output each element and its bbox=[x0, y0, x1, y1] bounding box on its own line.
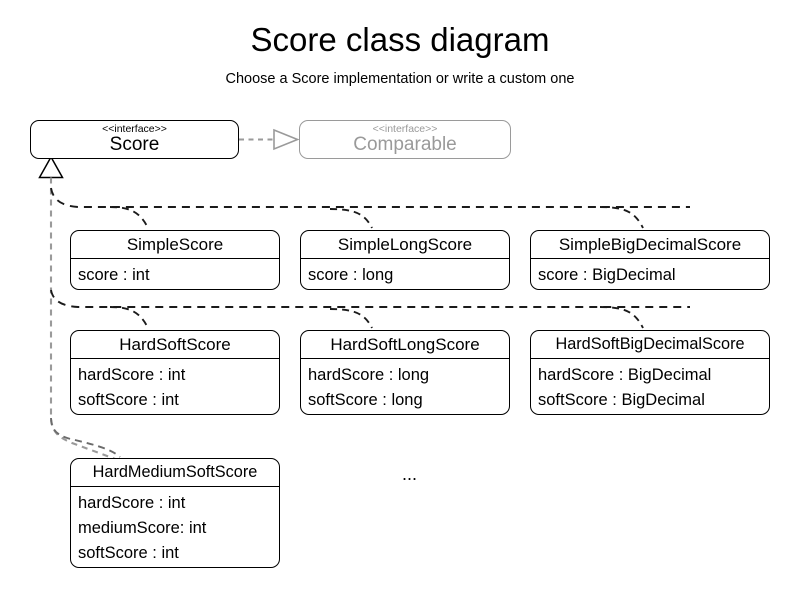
class-attributes: score : int bbox=[71, 259, 279, 289]
realization-score-to-comparable bbox=[239, 128, 300, 151]
page-subtitle: Choose a Score implementation or write a… bbox=[225, 71, 575, 87]
class-box-hardmediumsoftscore[interactable]: HardMediumSoftScore hardScore : int medi… bbox=[70, 458, 280, 568]
class-box-hardsoftlongscore[interactable]: HardSoftLongScore hardScore : long softS… bbox=[300, 330, 510, 415]
inheritance-trunk bbox=[49, 177, 119, 461]
class-attribute: softScore : long bbox=[308, 391, 423, 409]
stereotype-label: <<interface>> bbox=[102, 123, 167, 135]
more-classes-ellipsis: ... bbox=[402, 464, 418, 484]
class-attributes: score : BigDecimal bbox=[531, 259, 769, 289]
class-attribute: softScore : int bbox=[78, 391, 179, 409]
class-attributes: hardScore : BigDecimal softScore : BigDe… bbox=[531, 359, 769, 414]
class-attributes: score : long bbox=[301, 259, 509, 289]
class-attribute: score : long bbox=[308, 266, 394, 284]
class-attributes: hardScore : int softScore : int bbox=[71, 359, 279, 414]
class-attribute: hardScore : int bbox=[78, 366, 186, 384]
inheritance-branch-row1 bbox=[50, 187, 690, 229]
interface-comparable-content: <<interface>> Comparable bbox=[300, 121, 510, 158]
class-name: HardSoftScore bbox=[71, 331, 279, 359]
interface-box-score[interactable]: <<interface>> Score bbox=[30, 120, 239, 159]
class-box-simplescore[interactable]: SimpleScore score : int bbox=[70, 230, 280, 290]
class-attribute: hardScore : BigDecimal bbox=[538, 366, 712, 384]
class-attribute: softScore : int bbox=[78, 544, 179, 562]
class-name: SimpleScore bbox=[71, 231, 279, 259]
class-attribute: score : int bbox=[78, 266, 150, 284]
class-attribute: score : BigDecimal bbox=[538, 266, 676, 284]
interface-score-content: <<interface>> Score bbox=[31, 121, 238, 158]
class-attribute: hardScore : long bbox=[308, 366, 430, 384]
interface-name-score: Score bbox=[109, 134, 160, 155]
class-name: SimpleBigDecimalScore bbox=[531, 231, 769, 259]
interface-box-comparable[interactable]: <<interface>> Comparable bbox=[299, 120, 511, 159]
class-name: HardSoftBigDecimalScore bbox=[531, 331, 769, 359]
inheritance-branch-row2 bbox=[50, 289, 690, 329]
stereotype-label: <<interface>> bbox=[372, 123, 438, 135]
class-box-hardsoftbigdecimalscore[interactable]: HardSoftBigDecimalScore hardScore : BigD… bbox=[530, 330, 770, 415]
class-attribute: softScore : BigDecimal bbox=[538, 391, 705, 409]
generalization-arrowhead bbox=[38, 155, 64, 179]
class-box-simplelongscore[interactable]: SimpleLongScore score : long bbox=[300, 230, 510, 290]
class-attributes: hardScore : long softScore : long bbox=[301, 359, 509, 414]
page-title: Score class diagram bbox=[250, 21, 550, 58]
class-name: HardMediumSoftScore bbox=[71, 459, 279, 487]
class-name: SimpleLongScore bbox=[301, 231, 509, 259]
class-attribute: hardScore : int bbox=[78, 494, 186, 512]
class-box-hardsoftscore[interactable]: HardSoftScore hardScore : int softScore … bbox=[70, 330, 280, 415]
class-attributes: hardScore : int mediumScore: int softSco… bbox=[71, 487, 279, 567]
class-name: HardSoftLongScore bbox=[301, 331, 509, 359]
class-box-simplebigdecimalscore[interactable]: SimpleBigDecimalScore score : BigDecimal bbox=[530, 230, 770, 290]
inheritance-branch-row3 bbox=[50, 417, 121, 458]
class-attribute: mediumScore: int bbox=[78, 519, 207, 537]
interface-name-comparable: Comparable bbox=[353, 134, 457, 155]
